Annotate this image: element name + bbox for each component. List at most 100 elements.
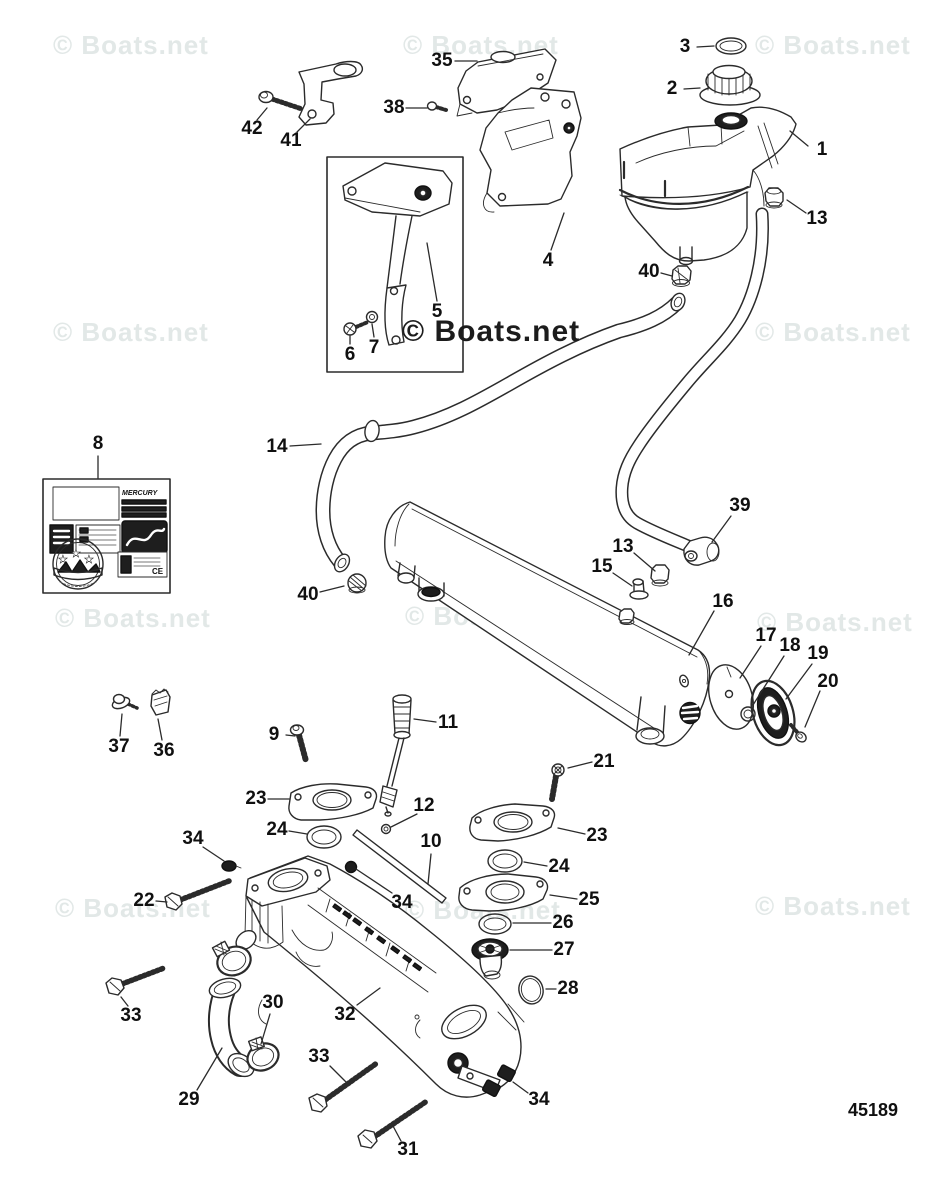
end-cap-gasket-17 [708, 664, 754, 730]
callout-38[interactable]: 38 [383, 97, 405, 118]
callout-36[interactable]: 36 [153, 740, 175, 761]
seal-24-left [306, 825, 342, 849]
callout-13[interactable]: 13 [612, 536, 634, 557]
callout-40[interactable]: 40 [297, 584, 319, 605]
nut-13-upper [764, 187, 784, 209]
callout-3[interactable]: 3 [679, 36, 691, 57]
leader-line [711, 515, 732, 543]
callout-19[interactable]: 19 [807, 643, 829, 664]
callout-41[interactable]: 41 [280, 130, 302, 151]
leader-line [696, 45, 715, 48]
nut-13-mid [650, 564, 670, 587]
bracket-41 [298, 60, 364, 126]
nut-40-lower [347, 573, 367, 594]
callout-35[interactable]: 35 [431, 50, 453, 71]
callout-34[interactable]: 34 [528, 1089, 550, 1110]
callout-34[interactable]: 34 [391, 892, 413, 913]
bolt-37 [111, 693, 139, 710]
leader-line [155, 900, 168, 903]
callout-10[interactable]: 10 [420, 831, 442, 852]
plugs-34-right [482, 1064, 516, 1098]
callout-2[interactable]: 2 [666, 78, 678, 99]
callout-30[interactable]: 30 [262, 992, 284, 1013]
leader-line [329, 1065, 348, 1084]
callout-23[interactable]: 23 [586, 825, 608, 846]
callout-29[interactable]: 29 [178, 1089, 200, 1110]
callout-37[interactable]: 37 [108, 736, 130, 757]
dipstick-11 [379, 694, 412, 817]
leader-line [288, 830, 308, 835]
hose-clamp-30-upper [211, 940, 252, 977]
decal-sticker-8: MERCURY ★ ★ ★ CE [42, 478, 171, 594]
end-cap-19 [750, 679, 796, 747]
leader-line [612, 572, 633, 587]
heat-exchanger [347, 501, 711, 747]
coolant-pipe [615, 207, 769, 566]
leader-line [319, 585, 345, 593]
nut-small [618, 608, 635, 625]
bracket-5-box [326, 156, 464, 373]
screw-21 [549, 763, 565, 802]
callout-14[interactable]: 14 [266, 436, 288, 457]
flange-25 [458, 873, 549, 912]
callout-15[interactable]: 15 [591, 556, 613, 577]
callout-7[interactable]: 7 [368, 337, 380, 358]
leader-line [371, 323, 375, 338]
callout-24[interactable]: 24 [266, 819, 288, 840]
leader-line [413, 718, 437, 723]
callout-40[interactable]: 40 [638, 261, 660, 282]
bolt-33-mid [308, 1060, 380, 1113]
callout-16[interactable]: 16 [712, 591, 734, 612]
callout-33[interactable]: 33 [308, 1046, 330, 1067]
leader-line [786, 199, 807, 214]
sticker-ce-text: CE [152, 567, 164, 576]
leader-line [523, 861, 548, 867]
screw-42 [258, 90, 305, 112]
callout-22[interactable]: 22 [133, 890, 155, 911]
leader-line [256, 107, 268, 121]
leader-line [196, 1047, 223, 1091]
callout-24[interactable]: 24 [548, 856, 570, 877]
callout-42[interactable]: 42 [241, 118, 263, 139]
callout-13[interactable]: 13 [806, 208, 828, 229]
exhaust-manifold-32 [207, 855, 525, 1098]
callout-28[interactable]: 28 [557, 978, 579, 999]
hose-14 [315, 292, 686, 573]
callout-17[interactable]: 17 [755, 625, 777, 646]
callout-34[interactable]: 34 [182, 828, 204, 849]
callout-9[interactable]: 9 [268, 724, 280, 745]
callout-27[interactable]: 27 [553, 939, 575, 960]
callout-20[interactable]: 20 [817, 671, 839, 692]
callout-39[interactable]: 39 [729, 495, 751, 516]
callout-23[interactable]: 23 [245, 788, 267, 809]
leader-line [285, 734, 296, 737]
callout-33[interactable]: 33 [120, 1005, 142, 1026]
leader-line [120, 996, 129, 1007]
bracket-4 [479, 87, 582, 213]
callout-8[interactable]: 8 [92, 433, 104, 454]
callout-25[interactable]: 25 [578, 889, 600, 910]
svg-text:★: ★ [84, 554, 94, 566]
anode-rod-10 [352, 829, 447, 904]
callout-21[interactable]: 21 [593, 751, 615, 772]
callout-32[interactable]: 32 [334, 1004, 356, 1025]
callout-1[interactable]: 1 [816, 139, 828, 160]
callout-18[interactable]: 18 [779, 635, 801, 656]
callout-26[interactable]: 26 [552, 912, 574, 933]
callout-12[interactable]: 12 [413, 795, 435, 816]
screw-38 [426, 101, 448, 112]
callout-11[interactable]: 11 [437, 712, 459, 733]
flange-23-left [288, 783, 378, 821]
callout-31[interactable]: 31 [397, 1139, 419, 1160]
callout-5[interactable]: 5 [431, 301, 443, 322]
callout-6[interactable]: 6 [344, 344, 356, 365]
leader-line [260, 1013, 271, 1045]
callout-4[interactable]: 4 [542, 250, 554, 271]
leader-line [355, 868, 393, 894]
svg-text:★: ★ [71, 548, 81, 560]
screw-20 [789, 723, 807, 743]
pin-34-mid [344, 860, 358, 874]
leader-line [202, 846, 225, 862]
